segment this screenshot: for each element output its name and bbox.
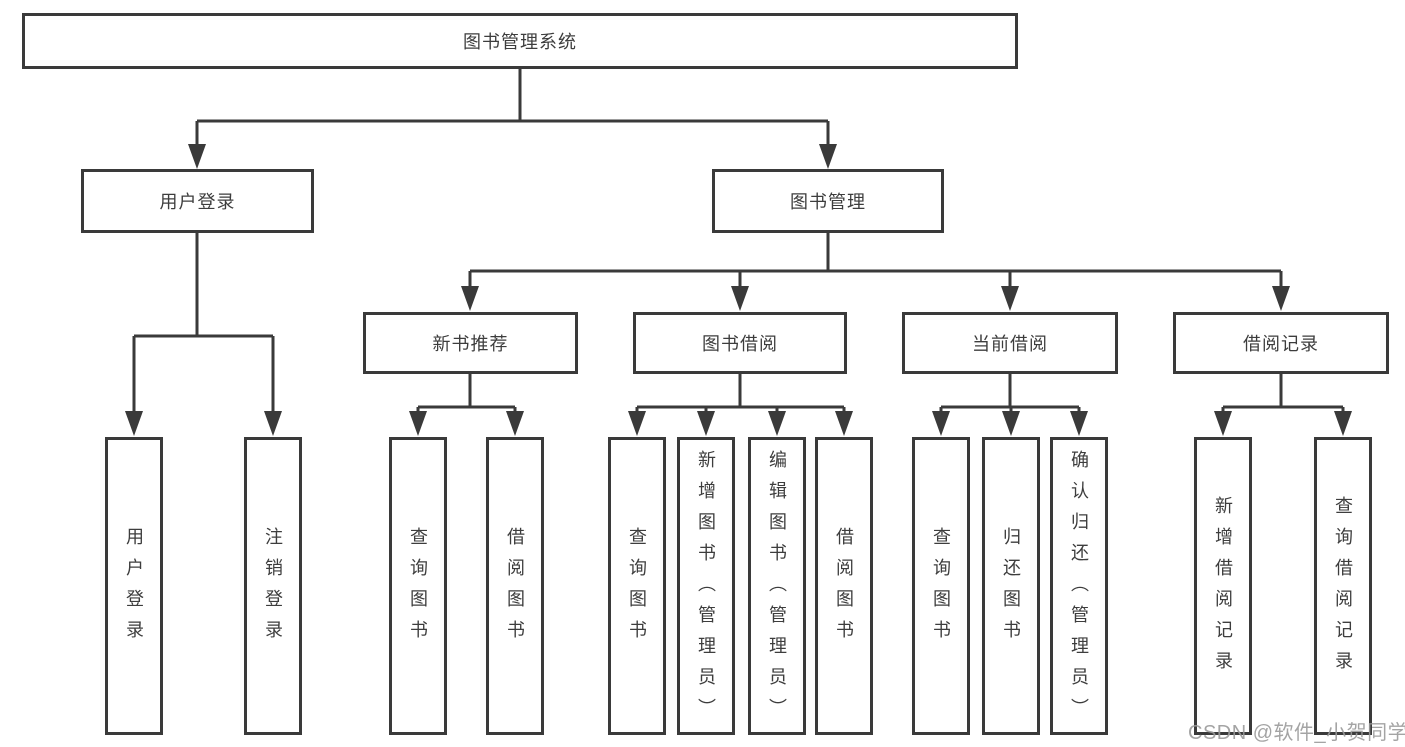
node-user-login: 用户登录	[81, 169, 314, 233]
node-new-book-recommendation: 新书推荐	[363, 312, 578, 374]
leaf-logout: 注销登录	[244, 437, 302, 735]
leaf-return-books: 归还图书	[982, 437, 1040, 735]
node-book-management: 图书管理	[712, 169, 944, 233]
leaf-query-books-recommend: 查询图书	[389, 437, 447, 735]
node-borrowing-records: 借阅记录	[1173, 312, 1389, 374]
leaf-borrow-books-borrowing: 借阅图书	[815, 437, 873, 735]
node-library-management-system: 图书管理系统	[22, 13, 1018, 69]
leaf-borrow-books-recommend: 借阅图书	[486, 437, 544, 735]
leaf-confirm-return-admin: 确认归还（管理员）	[1050, 437, 1108, 735]
connector-edges	[132, 69, 1345, 414]
arrowheads	[125, 144, 1352, 436]
leaf-edit-book-admin: 编辑图书（管理员）	[748, 437, 806, 735]
leaf-query-borrow-record: 查询借阅记录	[1314, 437, 1372, 735]
leaf-add-borrow-record: 新增借阅记录	[1194, 437, 1252, 735]
node-book-borrowing: 图书借阅	[633, 312, 847, 374]
leaf-add-book-admin: 新增图书（管理员）	[677, 437, 735, 735]
leaf-query-books-borrowing: 查询图书	[608, 437, 666, 735]
node-current-borrowing: 当前借阅	[902, 312, 1118, 374]
watermark: CSDN @软件_小贺同学	[1188, 722, 1405, 744]
leaf-query-books-current: 查询图书	[912, 437, 970, 735]
leaf-user-login: 用户登录	[105, 437, 163, 735]
